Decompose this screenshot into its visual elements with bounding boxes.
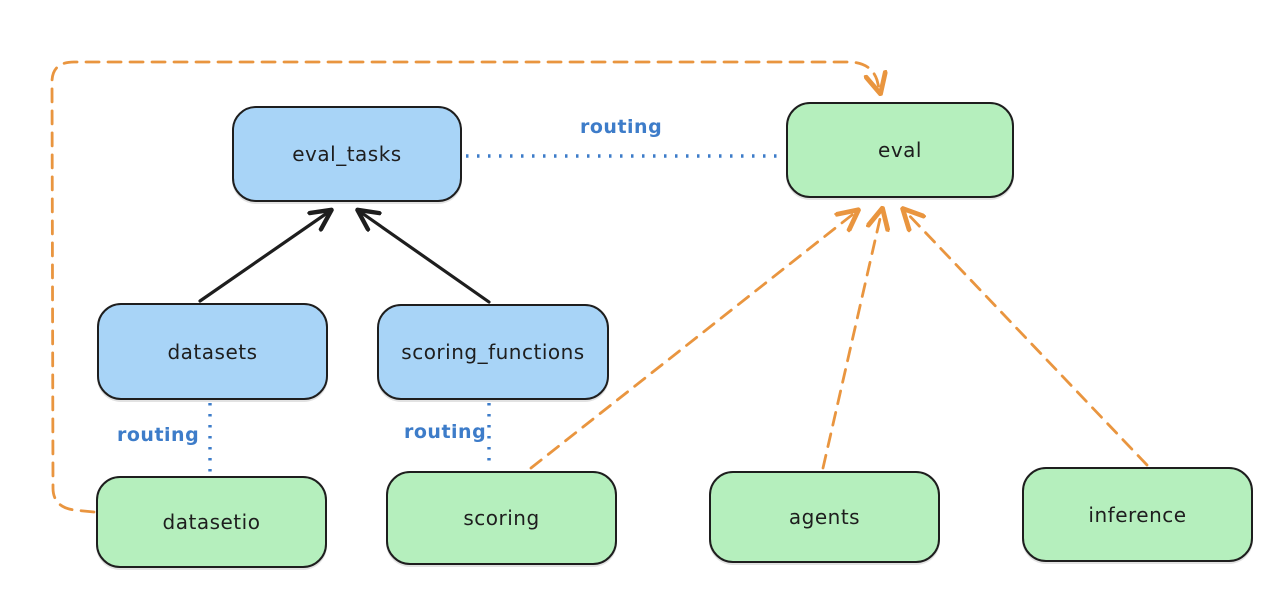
node-scoring-functions-label: scoring_functions [401,340,585,364]
edge-inference-to-eval [904,210,1149,467]
node-scoring: scoring [386,471,617,565]
node-inference: inference [1022,467,1253,562]
node-datasets-label: datasets [167,339,258,364]
edge-datasets-to-eval-tasks [198,211,330,303]
node-scoring-functions: scoring_functions [377,304,609,400]
edge-scoring-functions-to-eval-tasks [359,211,491,304]
node-inference-label: inference [1088,502,1187,527]
routing-label-scoring-functions-scoring: routing [404,421,487,443]
node-datasetio: datasetio [96,476,327,568]
routing-label-datasets-datasetio: routing [117,424,200,446]
edge-scoring-to-eval [529,211,857,470]
node-eval-tasks: eval_tasks [232,106,462,202]
routing-label-eval-tasks-eval: routing [580,116,663,138]
node-scoring-label: scoring [463,506,540,530]
node-eval-tasks-label: eval_tasks [292,142,402,166]
node-datasetio-label: datasetio [162,510,261,534]
node-eval: eval [786,102,1014,198]
edge-agents-to-eval [821,210,882,470]
node-datasets: datasets [97,303,328,400]
edge-datasetio-to-eval [50,60,880,514]
node-eval-label: eval [878,138,922,162]
node-agents: agents [709,471,940,563]
node-agents-label: agents [788,505,861,529]
